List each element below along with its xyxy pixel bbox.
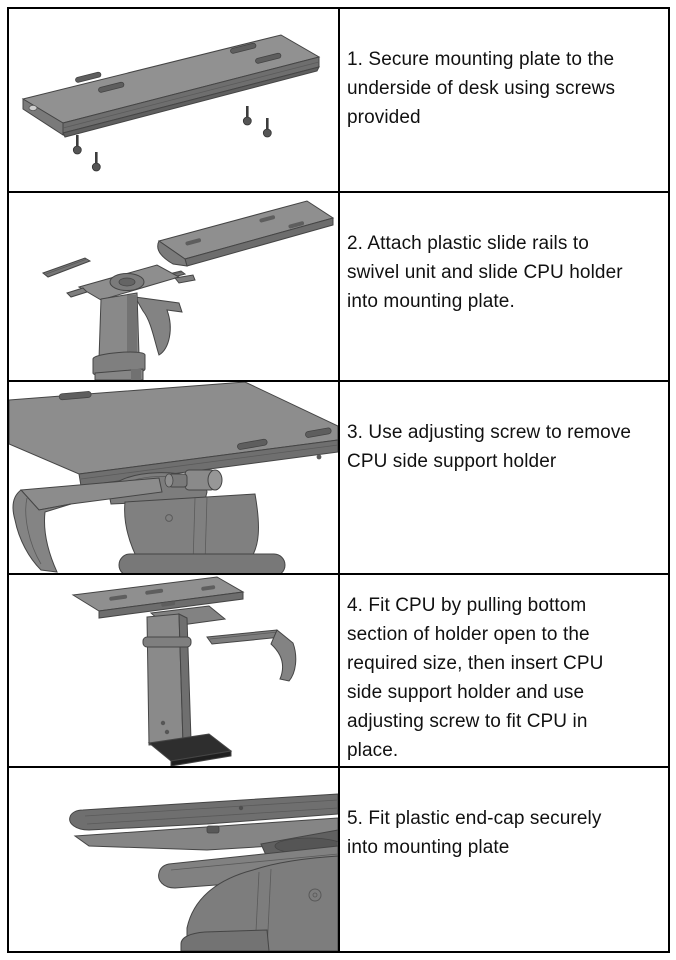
step-1-row: 1. Secure mounting plate to the undersid… <box>9 9 668 193</box>
step-5-figure <box>9 768 340 951</box>
step-2-figure <box>9 193 340 380</box>
step-3-text-cell: 3. Use adjusting screw to remove CPU sid… <box>340 382 668 573</box>
step-5-instruction: 5. Fit plastic end-cap securely into mou… <box>347 808 602 858</box>
step-4-figure <box>9 575 340 766</box>
step-5-text-cell: 5. Fit plastic end-cap securely into mou… <box>340 768 668 951</box>
step-1-text-cell: 1. Secure mounting plate to the undersid… <box>340 9 668 191</box>
step-3-row: 3. Use adjusting screw to remove CPU sid… <box>9 382 668 575</box>
adjusting-screw-closeup-illustration <box>9 382 338 573</box>
step-3-instruction: 3. Use adjusting screw to remove CPU sid… <box>347 422 632 472</box>
side-support-holder-icon <box>206 629 297 682</box>
side-support-holder-icon <box>12 477 163 573</box>
adjusting-screw-icon <box>164 469 223 491</box>
screw-icon <box>72 106 272 172</box>
step-2-text-cell: 2. Attach plastic slide rails to swivel … <box>340 193 668 380</box>
instruction-steps-table: 1. Secure mounting plate to the undersid… <box>7 7 670 953</box>
step-5-row: 5. Fit plastic end-cap securely into mou… <box>9 768 668 951</box>
step-1-instruction: 1. Secure mounting plate to the undersid… <box>347 49 616 128</box>
step-3-figure <box>9 382 340 573</box>
step-4-instruction: 4. Fit CPU by pulling bottom section of … <box>347 595 604 761</box>
step-4-row: 4. Fit CPU by pulling bottom section of … <box>9 575 668 768</box>
step-2-instruction: 2. Attach plastic slide rails to swivel … <box>347 233 623 312</box>
cpu-holder-assembly-illustration <box>71 576 297 766</box>
step-2-row: 2. Attach plastic slide rails to swivel … <box>9 193 668 382</box>
end-cap-closeup-illustration <box>69 793 338 951</box>
step-4-text-cell: 4. Fit CPU by pulling bottom section of … <box>340 575 668 766</box>
step-1-figure <box>9 9 340 191</box>
mounting-plate-with-screws-illustration <box>21 34 321 172</box>
slide-rails-swivel-exploded-illustration <box>41 200 335 380</box>
